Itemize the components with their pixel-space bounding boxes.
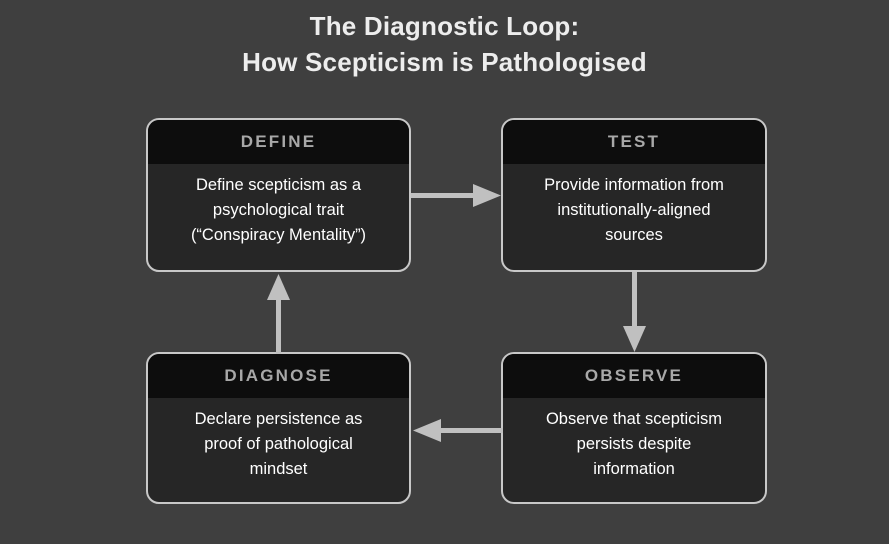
arrow-up-icon-diagnose-to-define xyxy=(263,272,295,354)
node-diagnose-header: DIAGNOSE xyxy=(148,354,409,398)
node-diagnose-body-line-3: mindset xyxy=(249,460,308,478)
node-define-header: DEFINE xyxy=(148,120,409,164)
node-define-body-line-1: Define scepticism as a xyxy=(195,176,362,194)
node-observe-body-line-2: persists despite xyxy=(576,435,692,453)
node-test-body-line-3: sources xyxy=(605,226,663,244)
node-diagnose-body-line-1: Declare persistence as xyxy=(194,410,363,428)
node-test-header: TEST xyxy=(503,120,765,164)
node-diagnose[interactable]: DIAGNOSE Declare persistence as proof of… xyxy=(146,352,411,504)
arrow-down-icon-test-to-observe xyxy=(619,272,651,354)
node-test[interactable]: TEST Provide information from institutio… xyxy=(501,118,767,272)
node-observe-header: OBSERVE xyxy=(503,354,765,398)
node-test-body-line-2: institutionally-aligned xyxy=(557,201,711,219)
node-define-body-line-2: psychological trait xyxy=(212,201,345,219)
arrow-right-icon-define-to-test xyxy=(411,180,503,212)
arrow-left-icon-observe-to-diagnose xyxy=(411,415,503,447)
node-observe-body-line-1: Observe that scepticism xyxy=(545,410,723,428)
node-observe-body-line-3: information xyxy=(593,460,675,478)
node-diagnose-body-line-2: proof of pathological xyxy=(204,435,353,453)
title-line-1: The Diagnostic Loop: xyxy=(309,11,580,41)
node-define-body-line-3: (“Conspiracy Mentality”) xyxy=(190,226,367,244)
node-define-body: Define scepticism as a psychological tra… xyxy=(148,164,409,248)
title-line-2: How Scepticism is Pathologised xyxy=(242,47,647,77)
node-observe-body: Observe that scepticism persists despite… xyxy=(503,398,765,482)
page-title: The Diagnostic Loop: How Scepticism is P… xyxy=(0,8,889,80)
node-test-body: Provide information from institutionally… xyxy=(503,164,765,248)
node-define[interactable]: DEFINE Define scepticism as a psychologi… xyxy=(146,118,411,272)
node-observe[interactable]: OBSERVE Observe that scepticism persists… xyxy=(501,352,767,504)
node-test-body-line-1: Provide information from xyxy=(544,176,724,194)
node-diagnose-body: Declare persistence as proof of patholog… xyxy=(148,398,409,482)
